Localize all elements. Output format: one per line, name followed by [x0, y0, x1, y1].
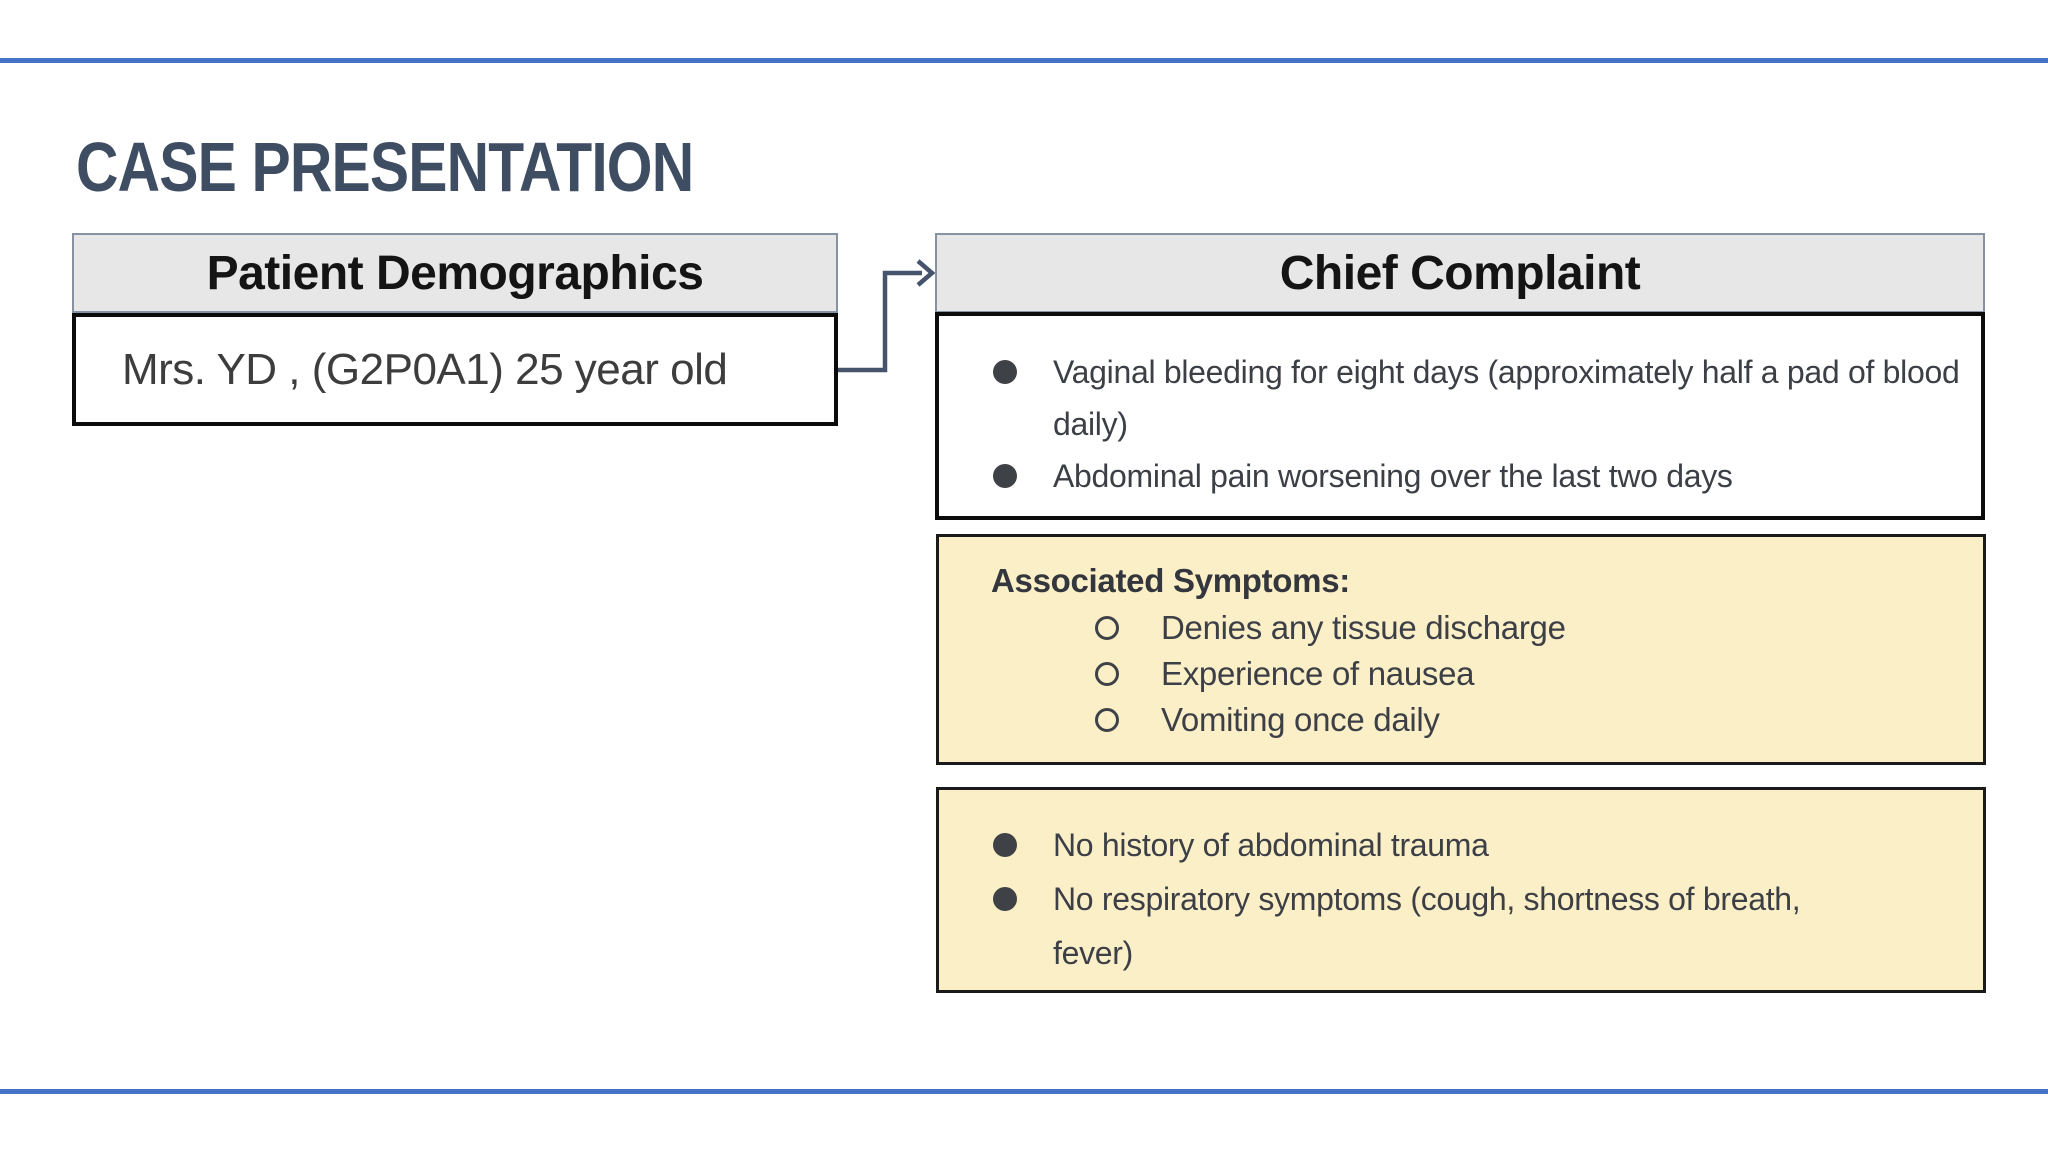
- bottom-accent-line: [0, 1089, 2048, 1094]
- slide-title: CASE PRESENTATION: [76, 128, 694, 206]
- negative-finding-item-text: No respiratory symptoms (cough, shortnes…: [1053, 881, 1801, 971]
- negative-finding-item: No respiratory symptoms (cough, shortnes…: [939, 872, 1983, 980]
- chief-complaint-item: Vaginal bleeding for eight days (approxi…: [939, 346, 1981, 450]
- associated-symptoms-heading: Associated Symptoms:: [991, 562, 1350, 599]
- filled-bullet-icon: [993, 887, 1017, 911]
- chief-complaint-item-text: Vaginal bleeding for eight days (approxi…: [1053, 354, 1960, 442]
- patient-demographics-header: Patient Demographics: [72, 233, 838, 313]
- negative-finding-item: No history of abdominal trauma: [939, 818, 1983, 872]
- negative-finding-item-text: No history of abdominal trauma: [1053, 827, 1489, 863]
- associated-symptom-item: Vomiting once daily: [939, 697, 1983, 743]
- patient-demographics-header-label: Patient Demographics: [206, 246, 704, 300]
- patient-demographics-text: Mrs. YD , (G2P0A1) 25 year old: [122, 344, 728, 394]
- chief-complaint-body: Vaginal bleeding for eight days (approxi…: [935, 312, 1985, 520]
- associated-symptom-item-text: Vomiting once daily: [1161, 701, 1440, 738]
- chief-complaint-item-text: Abdominal pain worsening over the last t…: [1053, 458, 1733, 494]
- chief-complaint-header: Chief Complaint: [935, 233, 1985, 313]
- top-accent-line: [0, 58, 2048, 63]
- negative-findings-box: No history of abdominal trauma No respir…: [936, 787, 1986, 993]
- filled-bullet-icon: [993, 360, 1017, 384]
- hollow-bullet-icon: [1095, 662, 1119, 686]
- chief-complaint-list: Vaginal bleeding for eight days (approxi…: [939, 346, 1981, 502]
- hollow-bullet-icon: [1095, 708, 1119, 732]
- chief-complaint-item: Abdominal pain worsening over the last t…: [939, 450, 1981, 502]
- associated-symptom-item: Denies any tissue discharge: [939, 605, 1983, 651]
- associated-symptom-item-text: Denies any tissue discharge: [1161, 609, 1566, 646]
- filled-bullet-icon: [993, 833, 1017, 857]
- patient-demographics-body: Mrs. YD , (G2P0A1) 25 year old: [72, 313, 838, 426]
- associated-symptoms-box: Associated Symptoms: Denies any tissue d…: [936, 534, 1986, 765]
- elbow-arrow-connector-icon: [838, 259, 936, 373]
- hollow-bullet-icon: [1095, 616, 1119, 640]
- negative-findings-list: No history of abdominal trauma No respir…: [939, 818, 1983, 980]
- filled-bullet-icon: [993, 464, 1017, 488]
- associated-symptoms-list: Denies any tissue discharge Experience o…: [939, 605, 1983, 743]
- associated-symptom-item: Experience of nausea: [939, 651, 1983, 697]
- associated-symptom-item-text: Experience of nausea: [1161, 655, 1475, 692]
- chief-complaint-header-label: Chief Complaint: [1279, 246, 1641, 300]
